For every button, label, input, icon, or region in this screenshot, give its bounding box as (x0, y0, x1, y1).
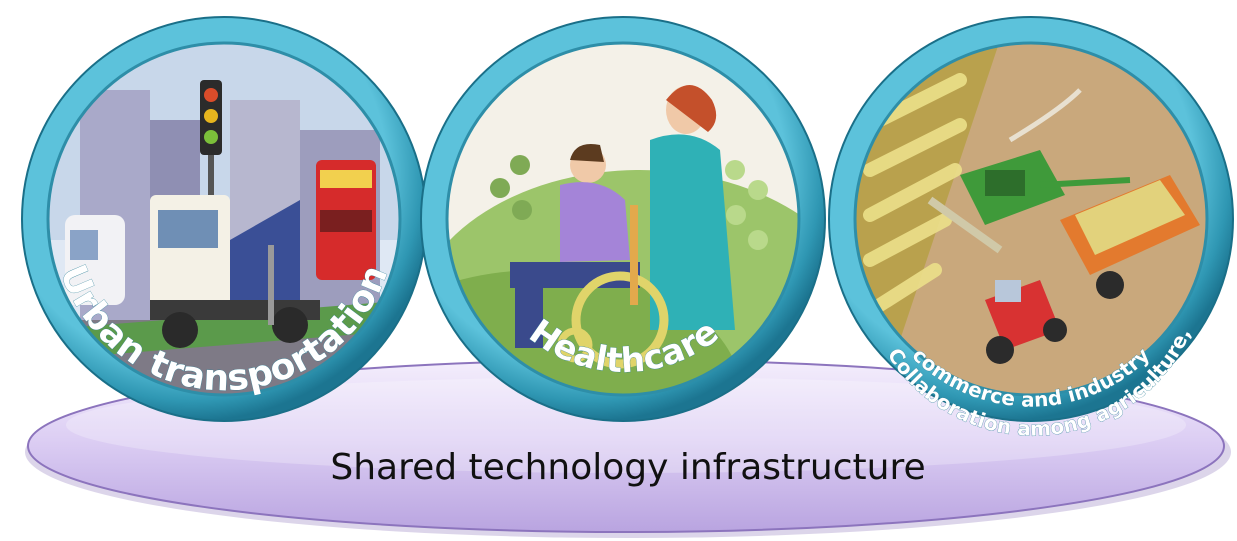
shared-infrastructure-platform (25, 359, 1231, 538)
farm-harvester-icon (855, 43, 1207, 395)
platform-label: Shared technology infrastructure (330, 447, 925, 488)
healthcare-circle: Healthcare (420, 16, 826, 422)
urban-transportation-circle: Urban transportation (21, 16, 427, 422)
collaboration-circle: Collaboration among agriculture, commerc… (828, 16, 1234, 441)
